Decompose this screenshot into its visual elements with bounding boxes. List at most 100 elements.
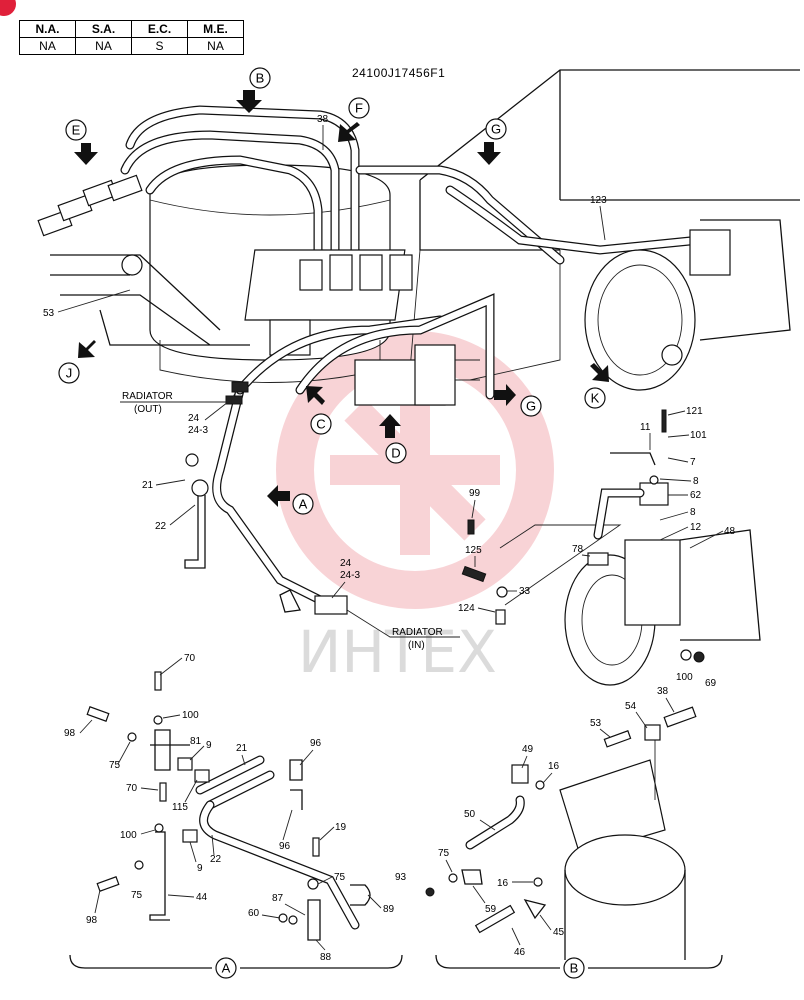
callout-53: 53 <box>43 308 55 319</box>
callout-12: 12 <box>690 522 702 533</box>
corner-badge-dot <box>0 0 16 16</box>
callout-115: 115 <box>172 802 188 813</box>
callout-93: 93 <box>395 872 407 883</box>
callout-75-a2: 75 <box>334 872 346 883</box>
arrow-a-icon <box>267 485 290 507</box>
callout-8-lower: 8 <box>690 507 696 518</box>
main-callouts: 38 123 53 RADIATOR (OUT) 24 24-3 21 22 2… <box>43 114 607 651</box>
callout-124: 124 <box>458 603 475 614</box>
callout-45: 45 <box>553 927 565 938</box>
table-value-na: NA <box>19 37 76 55</box>
callout-125: 125 <box>465 545 482 556</box>
callout-96-top: 96 <box>310 738 322 749</box>
callout-21-a: 21 <box>236 743 248 754</box>
callout-21: 21 <box>142 480 154 491</box>
view-marker-b: B <box>256 71 265 86</box>
callout-88: 88 <box>320 952 332 963</box>
callout-100-inset: 100 <box>676 672 693 683</box>
callout-9-bottom: 9 <box>197 863 203 874</box>
drawing-number: 24100J17456F1 <box>352 66 446 80</box>
arrow-b-icon <box>236 90 262 113</box>
callout-81: 81 <box>190 736 202 747</box>
callout-38: 38 <box>317 114 329 125</box>
callout-89: 89 <box>383 904 395 915</box>
arrow-g-icon <box>494 384 516 406</box>
section-b-label: B <box>570 961 579 976</box>
inset-detail: 121 11 101 7 8 62 8 12 48 99 78 125 33 1… <box>458 406 761 689</box>
radiator-out-label: RADIATOR <box>122 391 173 402</box>
callout-46: 46 <box>514 947 526 958</box>
callout-100-a: 100 <box>182 710 199 721</box>
callout-16-top: 16 <box>548 761 560 772</box>
callout-22-a: 22 <box>210 854 222 865</box>
callout-33: 33 <box>519 586 531 597</box>
callout-75-a3: 75 <box>131 890 143 901</box>
callout-16-bottom: 16 <box>497 878 509 889</box>
view-marker-a: A <box>299 497 308 512</box>
table-value-me: NA <box>187 37 244 55</box>
callout-24-out: 24 <box>188 413 200 424</box>
section-a-label: A <box>222 961 231 976</box>
control-valve-block <box>244 249 413 356</box>
section-brackets: A B <box>69 954 723 979</box>
arrow-h-icon <box>477 142 501 165</box>
callout-11: 11 <box>640 422 651 433</box>
machine-housing <box>419 69 800 251</box>
watermark-text: ИНТЕХ <box>298 618 497 686</box>
callout-24-3-in: 24-3 <box>340 570 360 581</box>
callout-75-b: 75 <box>438 848 450 859</box>
lower-valve-bank <box>354 344 480 406</box>
applicability-header-row: N.A. S.A. E.C. M.E. <box>19 20 244 38</box>
arrow-f-icon <box>338 122 360 142</box>
left-fittings <box>37 174 143 276</box>
callout-121: 121 <box>686 406 703 417</box>
callout-62: 62 <box>690 490 702 501</box>
callout-59: 59 <box>485 904 497 915</box>
view-marker-c: C <box>316 417 325 432</box>
callout-60: 60 <box>248 908 260 919</box>
radiator-in-label: RADIATOR <box>392 627 443 638</box>
callout-99: 99 <box>469 488 481 499</box>
arrow-d-icon <box>379 414 401 438</box>
pump-k <box>584 219 791 391</box>
detail-b: 38 53 54 49 16 50 75 16 59 45 46 <box>425 686 697 960</box>
callout-50: 50 <box>464 809 476 820</box>
callout-44: 44 <box>196 892 208 903</box>
callout-24-in: 24 <box>340 558 352 569</box>
callout-123: 123 <box>590 195 607 206</box>
main-assembly: B E F G J C D G A K 38 123 53 RADIATOR (… <box>37 67 800 651</box>
callout-70-top: 70 <box>184 653 196 664</box>
callout-70-mid: 70 <box>126 783 138 794</box>
callout-22: 22 <box>155 521 167 532</box>
view-marker-h: G <box>491 122 501 137</box>
view-marker-j: J <box>66 366 73 381</box>
radiator-out-sub-label: (OUT) <box>134 404 162 415</box>
callout-101: 101 <box>690 430 707 441</box>
callout-7: 7 <box>690 457 696 468</box>
table-value-sa: NA <box>75 37 132 55</box>
section-a-bracket <box>69 954 403 969</box>
callout-53-b: 53 <box>590 718 602 729</box>
callout-96-bottom: 96 <box>279 841 291 852</box>
callout-9-top: 9 <box>206 740 212 751</box>
radiator-in-sub-label: (IN) <box>408 640 425 651</box>
callout-98-top: 98 <box>64 728 76 739</box>
callout-75-a1: 75 <box>109 760 121 771</box>
view-arrows <box>74 90 609 507</box>
callout-87: 87 <box>272 893 284 904</box>
applicability-value-row: NA NA S NA <box>19 37 244 55</box>
callout-48: 48 <box>724 526 736 537</box>
view-marker-g: G <box>526 399 536 414</box>
view-marker-k: K <box>591 391 600 406</box>
view-marker-f: F <box>355 101 363 116</box>
arrow-e-icon <box>74 143 98 165</box>
view-marker-e: E <box>72 123 81 138</box>
frame-rail <box>50 254 250 346</box>
radiator-hoses <box>212 293 495 615</box>
arrow-k-icon <box>590 363 609 382</box>
callout-49: 49 <box>522 744 534 755</box>
section-b-marker <box>563 957 585 979</box>
callout-24-3-out: 24-3 <box>188 425 208 436</box>
detail-a: 70 100 98 81 9 75 21 96 70 115 100 96 19… <box>64 653 407 963</box>
callout-98-bottom: 98 <box>86 915 98 926</box>
